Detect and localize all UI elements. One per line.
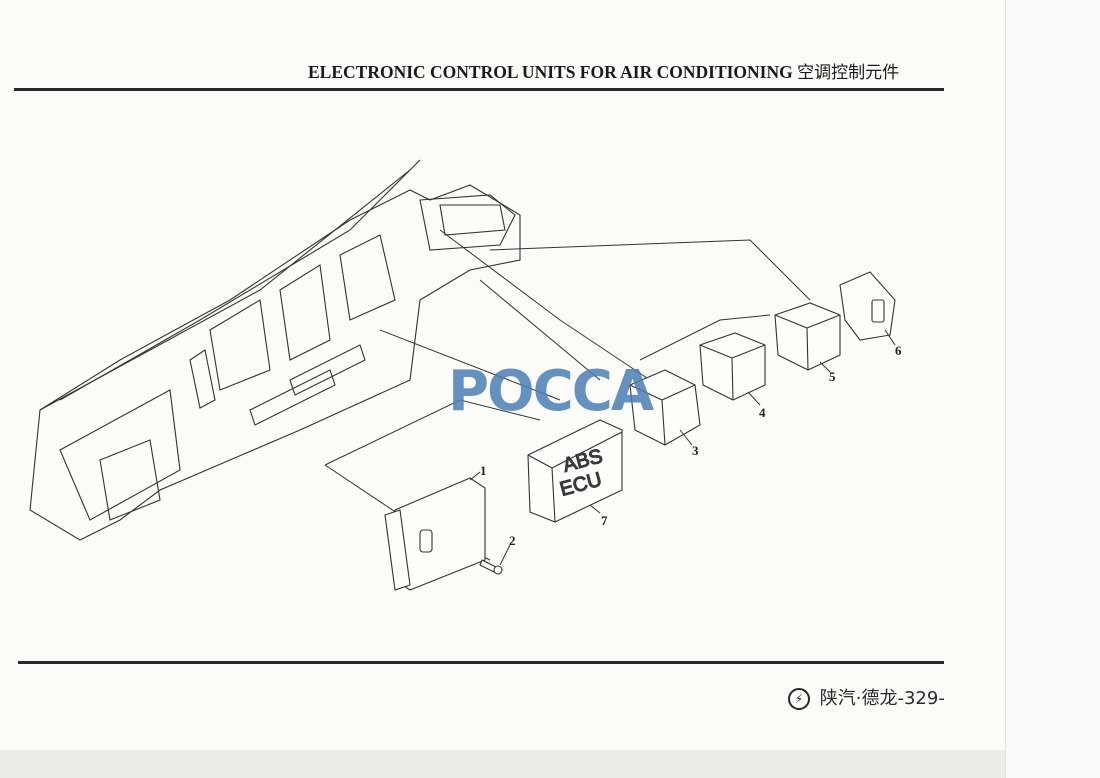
title-english: ELECTRONIC CONTROL UNITS FOR AIR CONDITI… (308, 62, 793, 82)
component-7-abs-ecu: ABS ECU (527, 419, 623, 523)
shaanxi-auto-logo-icon: ⚡ (788, 688, 810, 710)
watermark-logo: POCCA (448, 359, 655, 424)
page-footer: ⚡ 陕汽·德龙-329- (788, 684, 945, 710)
title-chinese: 空调控制元件 (797, 63, 900, 83)
callout-leaders (469, 329, 896, 566)
footer-brand: 陕汽·德龙 (819, 688, 898, 709)
component-1-controller (384, 477, 486, 591)
component-6-switch (839, 271, 896, 341)
header-divider (14, 88, 944, 91)
component-5-relay (774, 302, 841, 371)
page-number: -329- (897, 688, 945, 709)
callout-2: 2 (509, 533, 516, 548)
component-4-relay (699, 332, 766, 401)
page-title: ELECTRONIC CONTROL UNITS FOR AIR CONDITI… (308, 58, 899, 83)
callout-3: 3 (692, 443, 699, 458)
footer-divider (18, 661, 944, 664)
exploded-parts-diagram: ABS ECU 1 2 3 4 5 6 7 POCCA (29, 159, 902, 591)
callout-6: 6 (895, 343, 902, 358)
callout-5: 5 (829, 369, 836, 384)
scan-edge (1005, 0, 1100, 778)
callout-4: 4 (759, 405, 766, 420)
document-page (0, 0, 1005, 750)
callout-1: 1 (480, 463, 487, 478)
scan-bottom-edge (0, 750, 1005, 778)
component-3-relay (629, 369, 701, 446)
dashboard-outline (29, 159, 521, 541)
callout-7: 7 (601, 513, 608, 528)
component-2-screw (479, 559, 503, 575)
